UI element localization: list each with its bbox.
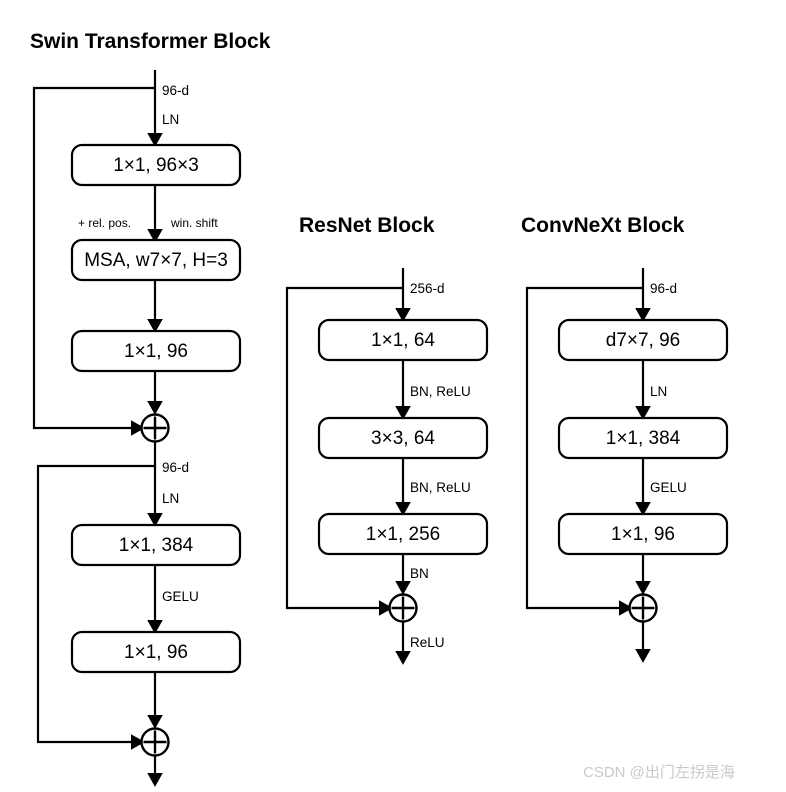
convnext-node-dwconv-label: d7×7, 96 xyxy=(606,330,681,351)
swin-transformer-block: Swin Transformer Block 96-d LN 1×1, 96×3… xyxy=(30,30,271,787)
resnet-node-conv3: 1×1, 256 xyxy=(317,512,489,556)
resnet-skip-connection xyxy=(285,286,403,616)
swin-node-proj-label: 1×1, 96 xyxy=(124,341,188,362)
swin-edge-ln1: LN xyxy=(162,112,179,127)
convnext-skip-connection xyxy=(525,286,643,616)
resnet-edge-bn: BN xyxy=(410,566,429,581)
convnext-node-mlp2: 1×1, 96 xyxy=(557,512,729,556)
swin-block-title: Swin Transformer Block xyxy=(30,30,271,53)
swin-skip-connection-1 xyxy=(32,86,155,436)
convnext-node-mlp1: 1×1, 384 xyxy=(557,416,729,460)
swin-node-mlp3: 1×1, 96 xyxy=(70,630,242,674)
swin-node-mlp1-label: 1×1, 96×3 xyxy=(113,155,199,176)
convnext-edge-ln: LN xyxy=(650,384,667,399)
resnet-sum-1 xyxy=(388,593,418,623)
swin-node-mlp2-label: 1×1, 384 xyxy=(119,535,194,556)
swin-edge-relpos: + rel. pos. xyxy=(78,216,131,230)
resnet-input-dim-label: 256-d xyxy=(410,281,445,296)
convnext-block: ConvNeXt Block 96-d d7×7, 96 LN 1×1, 384… xyxy=(521,214,729,663)
convnext-node-mlp1-label: 1×1, 384 xyxy=(606,428,681,449)
resnet-edge-relu-out: ReLU xyxy=(410,635,445,650)
swin-sum-2 xyxy=(140,727,170,757)
resnet-edge-bnrelu2: BN, ReLU xyxy=(410,480,471,495)
resnet-block: ResNet Block 256-d 1×1, 64 BN, ReLU 3×3,… xyxy=(285,214,489,665)
convnext-node-mlp2-label: 1×1, 96 xyxy=(611,524,675,545)
resnet-node-conv2-label: 3×3, 64 xyxy=(371,428,435,449)
convnext-node-dwconv: d7×7, 96 xyxy=(557,318,729,362)
resnet-block-title: ResNet Block xyxy=(299,214,435,237)
convnext-edge-gelu: GELU xyxy=(650,480,687,495)
resnet-node-conv1-label: 1×1, 64 xyxy=(371,330,435,351)
convnext-sum-1 xyxy=(628,593,658,623)
swin-edge-ln2: LN xyxy=(162,491,179,506)
swin-node-mlp3-label: 1×1, 96 xyxy=(124,642,188,663)
swin-node-proj: 1×1, 96 xyxy=(70,329,242,373)
swin-edge-winshift: win. shift xyxy=(170,216,218,230)
csdn-watermark: CSDN @出门左拐是海 xyxy=(583,764,735,781)
swin-node-mlp2: 1×1, 384 xyxy=(70,523,242,567)
swin-edge-gelu: GELU xyxy=(162,589,199,604)
swin-node-msa-label: MSA, w7×7, H=3 xyxy=(84,250,228,271)
convnext-input-dim-label: 96-d xyxy=(650,281,677,296)
resnet-edge-bnrelu1: BN, ReLU xyxy=(410,384,471,399)
resnet-node-conv3-label: 1×1, 256 xyxy=(366,524,441,545)
resnet-node-conv2: 3×3, 64 xyxy=(317,416,489,460)
swin-node-mlp1: 1×1, 96×3 xyxy=(70,143,242,187)
swin-skip-connection-2 xyxy=(36,464,155,750)
swin-node-msa: MSA, w7×7, H=3 xyxy=(70,238,242,282)
swin-sum-1 xyxy=(140,413,170,443)
resnet-node-conv1: 1×1, 64 xyxy=(317,318,489,362)
swin-input-dim-label: 96-d xyxy=(162,83,189,98)
convnext-block-title: ConvNeXt Block xyxy=(521,214,685,237)
swin-edge-dim2: 96-d xyxy=(162,460,189,475)
